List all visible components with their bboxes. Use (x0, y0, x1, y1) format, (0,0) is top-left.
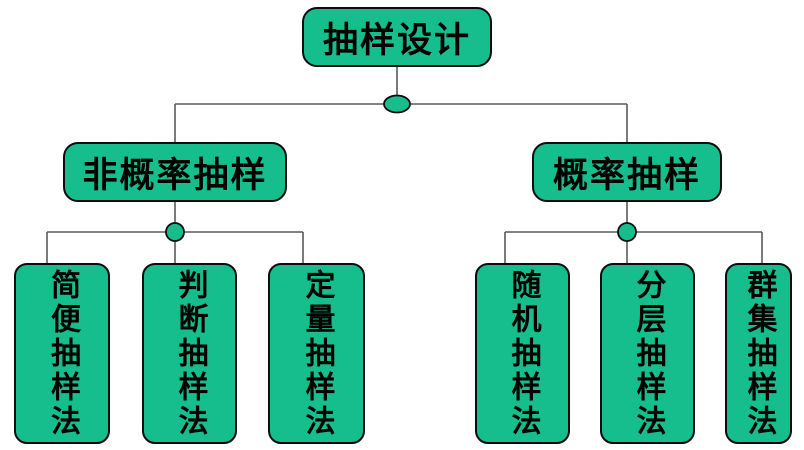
node-non-probability-sampling: 非概率抽样 (63, 142, 287, 202)
top-junction-oval (383, 94, 411, 114)
node-probability-sampling: 概率抽样 (532, 142, 722, 202)
node-sampling-design: 抽样设计 (302, 7, 492, 67)
node-stratified-sampling: 分层抽样法 (600, 263, 695, 444)
node-quota-sampling: 定量抽样法 (268, 263, 365, 444)
node-label: 判断抽样法 (172, 268, 208, 439)
node-convenience-sampling: 简便抽样法 (14, 263, 110, 444)
node-label: 简便抽样法 (45, 268, 80, 439)
node-label: 群集抽样法 (741, 268, 777, 439)
node-judgment-sampling: 判断抽样法 (142, 263, 237, 444)
node-label: 概率抽样 (552, 155, 701, 196)
left-junction-circle (165, 222, 185, 242)
node-label: 随机抽样法 (505, 268, 541, 439)
node-label: 抽样设计 (322, 20, 471, 61)
right-junction-circle (617, 222, 637, 242)
node-label: 分层抽样法 (630, 268, 666, 439)
node-label: 非概率抽样 (82, 155, 268, 196)
node-random-sampling: 随机抽样法 (475, 263, 570, 444)
node-label: 定量抽样法 (299, 268, 335, 439)
node-cluster-sampling: 群集抽样法 (725, 263, 792, 444)
